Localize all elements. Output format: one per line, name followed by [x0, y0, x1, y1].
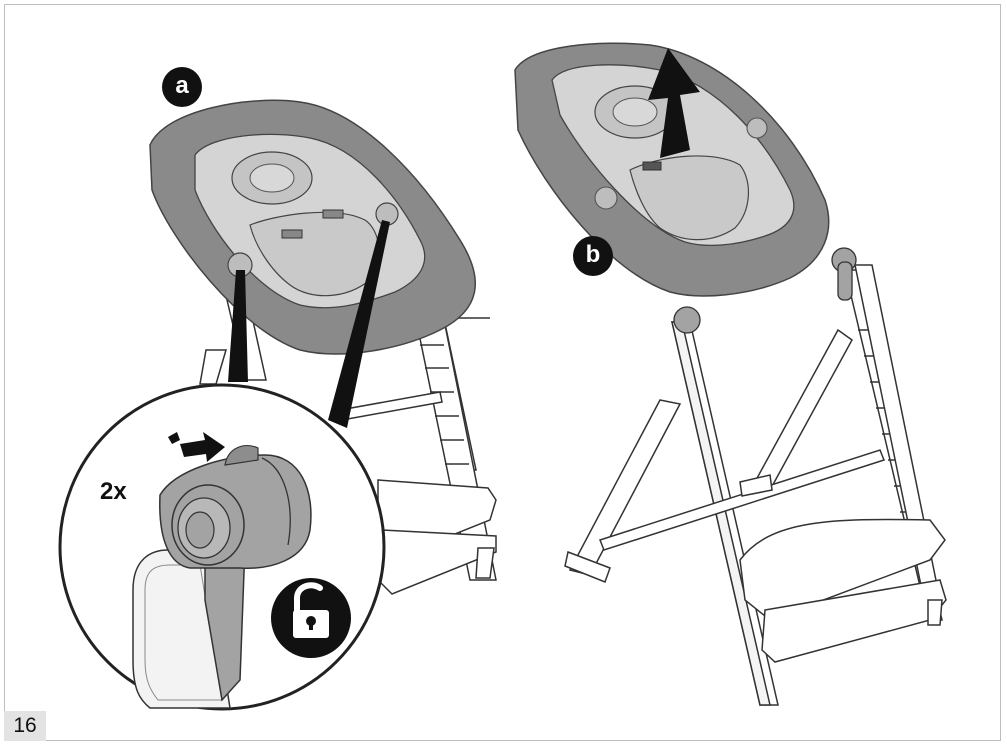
ladder-rungs — [420, 344, 469, 465]
callout-lines — [228, 220, 390, 428]
step-badge-a: a — [162, 67, 202, 107]
step-badge-b: b — [573, 236, 613, 276]
highchair-right — [564, 247, 947, 706]
lift-arrow-icon — [648, 48, 700, 158]
detail-circle — [58, 383, 386, 711]
press-count-label: 2x — [100, 478, 127, 505]
newborn-seat-right — [514, 42, 830, 297]
page-border — [4, 4, 1001, 741]
newborn-seat-left — [149, 99, 477, 355]
page-number: 16 — [4, 711, 46, 741]
push-arrow-icon — [168, 432, 225, 462]
unlock-icon — [271, 578, 351, 658]
